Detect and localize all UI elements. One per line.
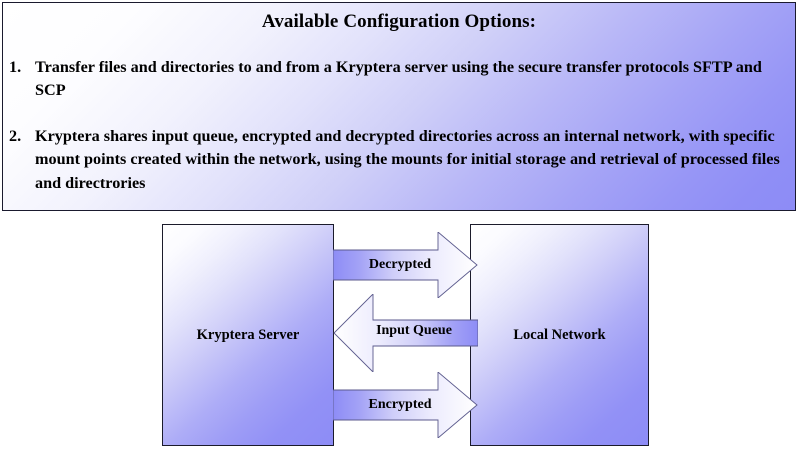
list-item-number: 1. (9, 57, 22, 76)
configuration-options-panel: Available Configuration Options: 1. Tran… (2, 2, 796, 211)
node-label: Kryptera Server (196, 326, 300, 343)
configuration-options-list: 1. Transfer files and directories to and… (3, 56, 795, 195)
page-title: Available Configuration Options: (261, 11, 537, 32)
node-kryptera-server[interactable]: Kryptera Server (162, 224, 334, 446)
arrow-left-icon (333, 294, 478, 372)
list-item-text: Transfer files and directories to and fr… (35, 57, 762, 100)
node-local-network[interactable]: Local Network (470, 224, 649, 446)
architecture-diagram: Kryptera Server Local Network Decrypted … (0, 212, 800, 453)
list-item: 2. Kryptera shares input queue, encrypte… (3, 125, 795, 195)
arrow-right-icon (333, 372, 478, 438)
list-item-number: 2. (9, 126, 22, 145)
list-item-text: Kryptera shares input queue, encrypted a… (35, 126, 780, 192)
flow-arrow-encrypted[interactable]: Encrypted (333, 372, 478, 438)
flow-arrow-decrypted[interactable]: Decrypted (333, 232, 478, 298)
arrow-right-icon (333, 232, 478, 298)
node-label: Local Network (513, 326, 606, 343)
flow-arrow-input-queue[interactable]: Input Queue (333, 294, 478, 372)
list-item: 1. Transfer files and directories to and… (3, 56, 795, 103)
